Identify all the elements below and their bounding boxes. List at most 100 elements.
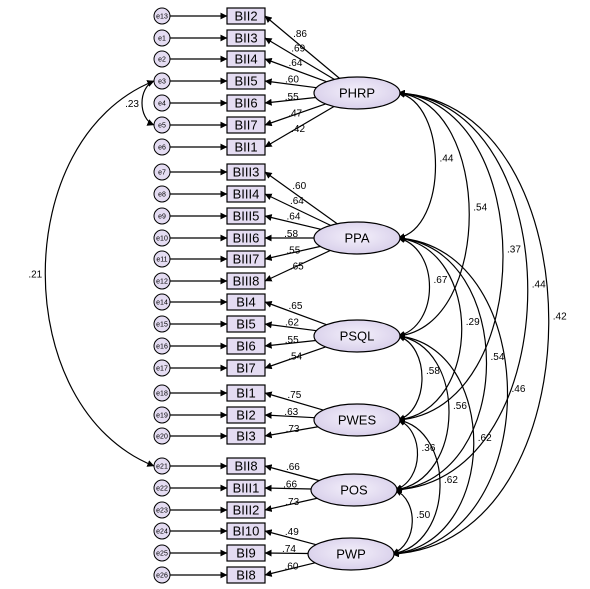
error-label-e12: e12 xyxy=(156,279,168,286)
loading-label-bi1: .75 xyxy=(287,390,301,401)
loading-label-bii7: .47 xyxy=(288,109,302,120)
error-label-e1: e1 xyxy=(158,36,166,43)
indicator-label-bii5: BII5 xyxy=(234,74,257,89)
error-label-e9: e9 xyxy=(158,214,166,221)
error-covariance-path-e3-e21 xyxy=(44,80,155,467)
indicator-label-biii4: BIII4 xyxy=(233,187,260,202)
loading-label-biii7: .55 xyxy=(286,246,300,257)
error-term-e1 xyxy=(153,29,171,47)
loading-label-biii5: .64 xyxy=(287,212,301,223)
loading-label-bii6: .55 xyxy=(285,92,299,103)
indicator-label-bi2: BI2 xyxy=(236,408,256,423)
indicator-box-bi6 xyxy=(226,337,266,355)
indicator-label-bi3: BI3 xyxy=(236,429,256,444)
indicator-box-biii6 xyxy=(226,229,266,247)
latent-ellipse-pos xyxy=(310,473,398,507)
loading-path-bi3 xyxy=(264,426,319,439)
loading-path-bi8 xyxy=(264,562,316,577)
error-term-e5 xyxy=(153,116,171,134)
loading-path-bii6 xyxy=(264,96,316,106)
error-term-e15 xyxy=(153,315,171,333)
covariance-path-psql-pwp xyxy=(391,333,475,557)
indicator-box-bi9 xyxy=(226,544,266,562)
covariance-path-phrp-ppa xyxy=(397,90,437,241)
loading-label-bii3: .69 xyxy=(291,43,305,54)
indicator-label-bi5: BI5 xyxy=(236,317,256,332)
loading-label-bi5: .62 xyxy=(285,317,299,328)
covariance-label-phrp-pwp: .42 xyxy=(553,312,567,323)
latent-label-ppa: PPA xyxy=(344,231,369,246)
loading-label-bi4: .65 xyxy=(289,301,303,312)
covariance-path-phrp-psql xyxy=(397,90,470,339)
loading-path-biii3 xyxy=(264,171,338,225)
covariance-label-psql-pwes: .58 xyxy=(426,366,440,377)
error-label-e14: e14 xyxy=(156,300,168,307)
covariance-label-ppa-pos: .54 xyxy=(491,352,505,363)
indicator-box-biii7 xyxy=(226,250,266,268)
covariance-label-phrp-ppa: .44 xyxy=(440,154,454,165)
covariance-path-psql-pos xyxy=(394,333,450,493)
indicator-box-biii3 xyxy=(226,163,266,181)
covariance-path-ppa-psql xyxy=(397,236,430,338)
covariance-path-phrp-pos xyxy=(394,89,529,494)
covariance-label-phrp-pwes: .37 xyxy=(507,245,521,256)
error-label-e2: e2 xyxy=(158,57,166,64)
loading-path-bi10 xyxy=(264,529,317,546)
error-label-e20: e20 xyxy=(156,434,168,441)
loading-path-bi7 xyxy=(264,346,326,370)
error-label-e13: e13 xyxy=(156,14,168,21)
covariance-path-phrp-pwp xyxy=(391,89,550,558)
indicator-label-biii5: BIII5 xyxy=(233,209,260,224)
error-label-e21: e21 xyxy=(156,464,168,471)
covariance-label-pos-pwp: .50 xyxy=(416,510,430,521)
indicator-box-bi8 xyxy=(226,566,266,584)
latent-label-pwes: PWES xyxy=(338,413,377,428)
loading-label-bii4: .64 xyxy=(289,58,303,69)
indicator-box-bii3 xyxy=(226,29,266,47)
covariance-label-phrp-psql: .54 xyxy=(473,203,487,214)
error-term-e25 xyxy=(153,544,171,562)
error-term-e20 xyxy=(153,427,171,445)
error-label-e15: e15 xyxy=(156,322,168,329)
error-label-e23: e23 xyxy=(156,508,168,515)
error-label-e16: e16 xyxy=(156,344,168,351)
loading-label-bi2: .63 xyxy=(284,407,298,418)
error-label-e3: e3 xyxy=(158,79,166,86)
indicator-label-bi4: BI4 xyxy=(236,295,256,310)
error-term-e11 xyxy=(153,250,171,268)
loading-label-biii8: .65 xyxy=(290,261,304,272)
loading-path-biii7 xyxy=(264,245,321,261)
loading-path-bi4 xyxy=(264,301,327,326)
error-label-e11: e11 xyxy=(156,257,167,264)
loading-path-bii5 xyxy=(264,78,317,89)
error-term-e23 xyxy=(153,501,171,519)
indicator-label-bii8: BII8 xyxy=(234,459,257,474)
indicator-label-biii7: BIII7 xyxy=(233,252,260,267)
latent-ellipse-ppa xyxy=(313,221,401,255)
loading-path-biii5 xyxy=(264,214,321,230)
indicator-label-bi9: BI9 xyxy=(236,546,256,561)
loading-path-bi5 xyxy=(264,321,317,332)
error-label-e7: e7 xyxy=(158,170,166,177)
error-label-e5: e5 xyxy=(158,123,166,130)
indicator-label-bi10: BI10 xyxy=(233,524,260,539)
error-term-e2 xyxy=(153,50,171,68)
error-term-e3 xyxy=(153,72,171,90)
error-term-e22 xyxy=(153,479,171,497)
indicator-box-bii8 xyxy=(226,457,266,475)
error-covariance-label-e3-e5: .23 xyxy=(125,99,139,110)
loading-label-bi6: .55 xyxy=(285,335,299,346)
loading-label-bii5: .60 xyxy=(285,74,299,85)
indicator-box-bi7 xyxy=(226,359,266,377)
latent-label-phrp: PHRP xyxy=(339,86,375,101)
error-label-e18: e18 xyxy=(156,391,168,398)
indicator-box-bi2 xyxy=(226,406,266,424)
loading-path-biii1 xyxy=(264,484,312,492)
covariance-path-pwes-pos xyxy=(394,419,419,492)
indicator-box-bii6 xyxy=(226,94,266,112)
loading-label-bi9: .74 xyxy=(282,544,296,555)
indicator-label-bii7: BII7 xyxy=(234,118,257,133)
indicator-label-bi1: BI1 xyxy=(236,386,256,401)
error-label-e17: e17 xyxy=(156,366,168,373)
